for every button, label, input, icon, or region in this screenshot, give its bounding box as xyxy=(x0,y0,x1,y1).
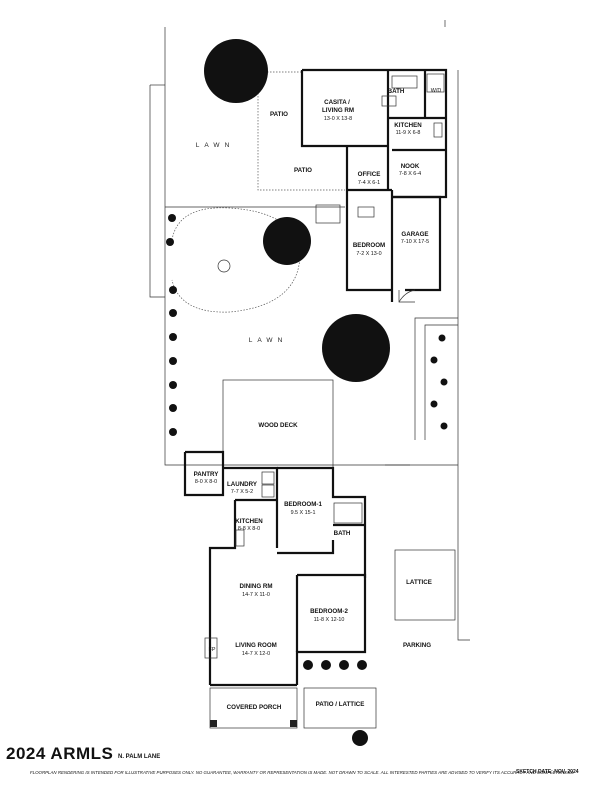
address-label: N. PALM LANE xyxy=(118,754,161,760)
disclaimer-text: FLOORPLAN RENDERING IS INTENDED FOR ILLU… xyxy=(30,770,575,775)
patio-area xyxy=(171,71,345,313)
bedroom2-dims: 11-8 X 12-10 xyxy=(314,617,345,623)
trees xyxy=(204,39,390,382)
casita-name: CASITA / xyxy=(324,99,350,106)
casita-bath-label: BATH xyxy=(388,88,405,95)
patio-lattice-label: PATIO / LATTICE xyxy=(316,701,365,708)
main-kitchen-name: KITCHEN xyxy=(235,518,263,525)
nook-name: NOOK xyxy=(401,163,420,170)
laundry-dims: 7-7 X 5-2 xyxy=(231,489,253,495)
main-kitchen-dims: 8-8 X 8-0 xyxy=(238,526,260,532)
lawn-label-middle: LAWN xyxy=(249,337,288,344)
property-outline xyxy=(149,20,470,641)
bedroom1-name: BEDROOM-1 xyxy=(284,501,322,508)
garage-dims: 7-10 X 17-5 xyxy=(401,239,429,245)
bedroom-dims: 7-2 X 13-0 xyxy=(356,251,381,257)
parking-label: PARKING xyxy=(403,642,431,649)
wood-deck-label: WOOD DECK xyxy=(258,422,298,429)
covered-porch-label: COVERED PORCH xyxy=(227,704,282,711)
copyright-mark: 2024 ARMLS xyxy=(6,744,114,763)
main-house xyxy=(183,450,367,687)
casita-dims: 13-0 X 13-8 xyxy=(324,116,352,122)
living-name: LIVING ROOM xyxy=(235,642,277,649)
dining-name: DINING RM xyxy=(240,583,273,590)
office-dims: 7-4 X 6-1 xyxy=(358,180,380,186)
pantry-dims: 8-0 X 8-0 xyxy=(195,479,217,485)
casita-name-2: LIVING RM xyxy=(322,107,354,114)
porch xyxy=(209,687,377,729)
laundry-name: LAUNDRY xyxy=(227,481,258,488)
patio-label-a: PATIO xyxy=(270,111,288,118)
patio-label-b: PATIO xyxy=(294,167,312,174)
lattice-structure xyxy=(394,549,456,621)
lawn-label-top: LAWN xyxy=(196,142,235,149)
bedroom1-dims: 9.5 X 15-1 xyxy=(291,510,316,516)
pantry-name: PANTRY xyxy=(194,471,220,478)
bedroom2-name: BEDROOM-2 xyxy=(310,608,348,615)
living-dims: 14-7 X 12-0 xyxy=(242,651,270,657)
garage-name: GARAGE xyxy=(401,231,428,238)
fireplace-label: FP xyxy=(209,647,216,653)
dining-dims: 14-7 X 11-0 xyxy=(242,592,270,598)
casita-kitchen-name: KITCHEN xyxy=(394,122,422,129)
nook-dims: 7-8 X 6-4 xyxy=(399,171,421,177)
lattice-label: LATTICE xyxy=(406,579,432,586)
casita-building xyxy=(300,68,448,303)
office-name: OFFICE xyxy=(358,171,381,178)
sketch-date: SKETCH DATE: NOV. 2024 xyxy=(516,769,579,775)
wd-label: W/D xyxy=(431,88,442,94)
bedroom-name: BEDROOM xyxy=(353,242,385,249)
shrubs xyxy=(166,214,448,746)
main-bath-label: BATH xyxy=(334,530,351,537)
casita-kitchen-dims: 11-9 X 6-8 xyxy=(396,130,421,136)
